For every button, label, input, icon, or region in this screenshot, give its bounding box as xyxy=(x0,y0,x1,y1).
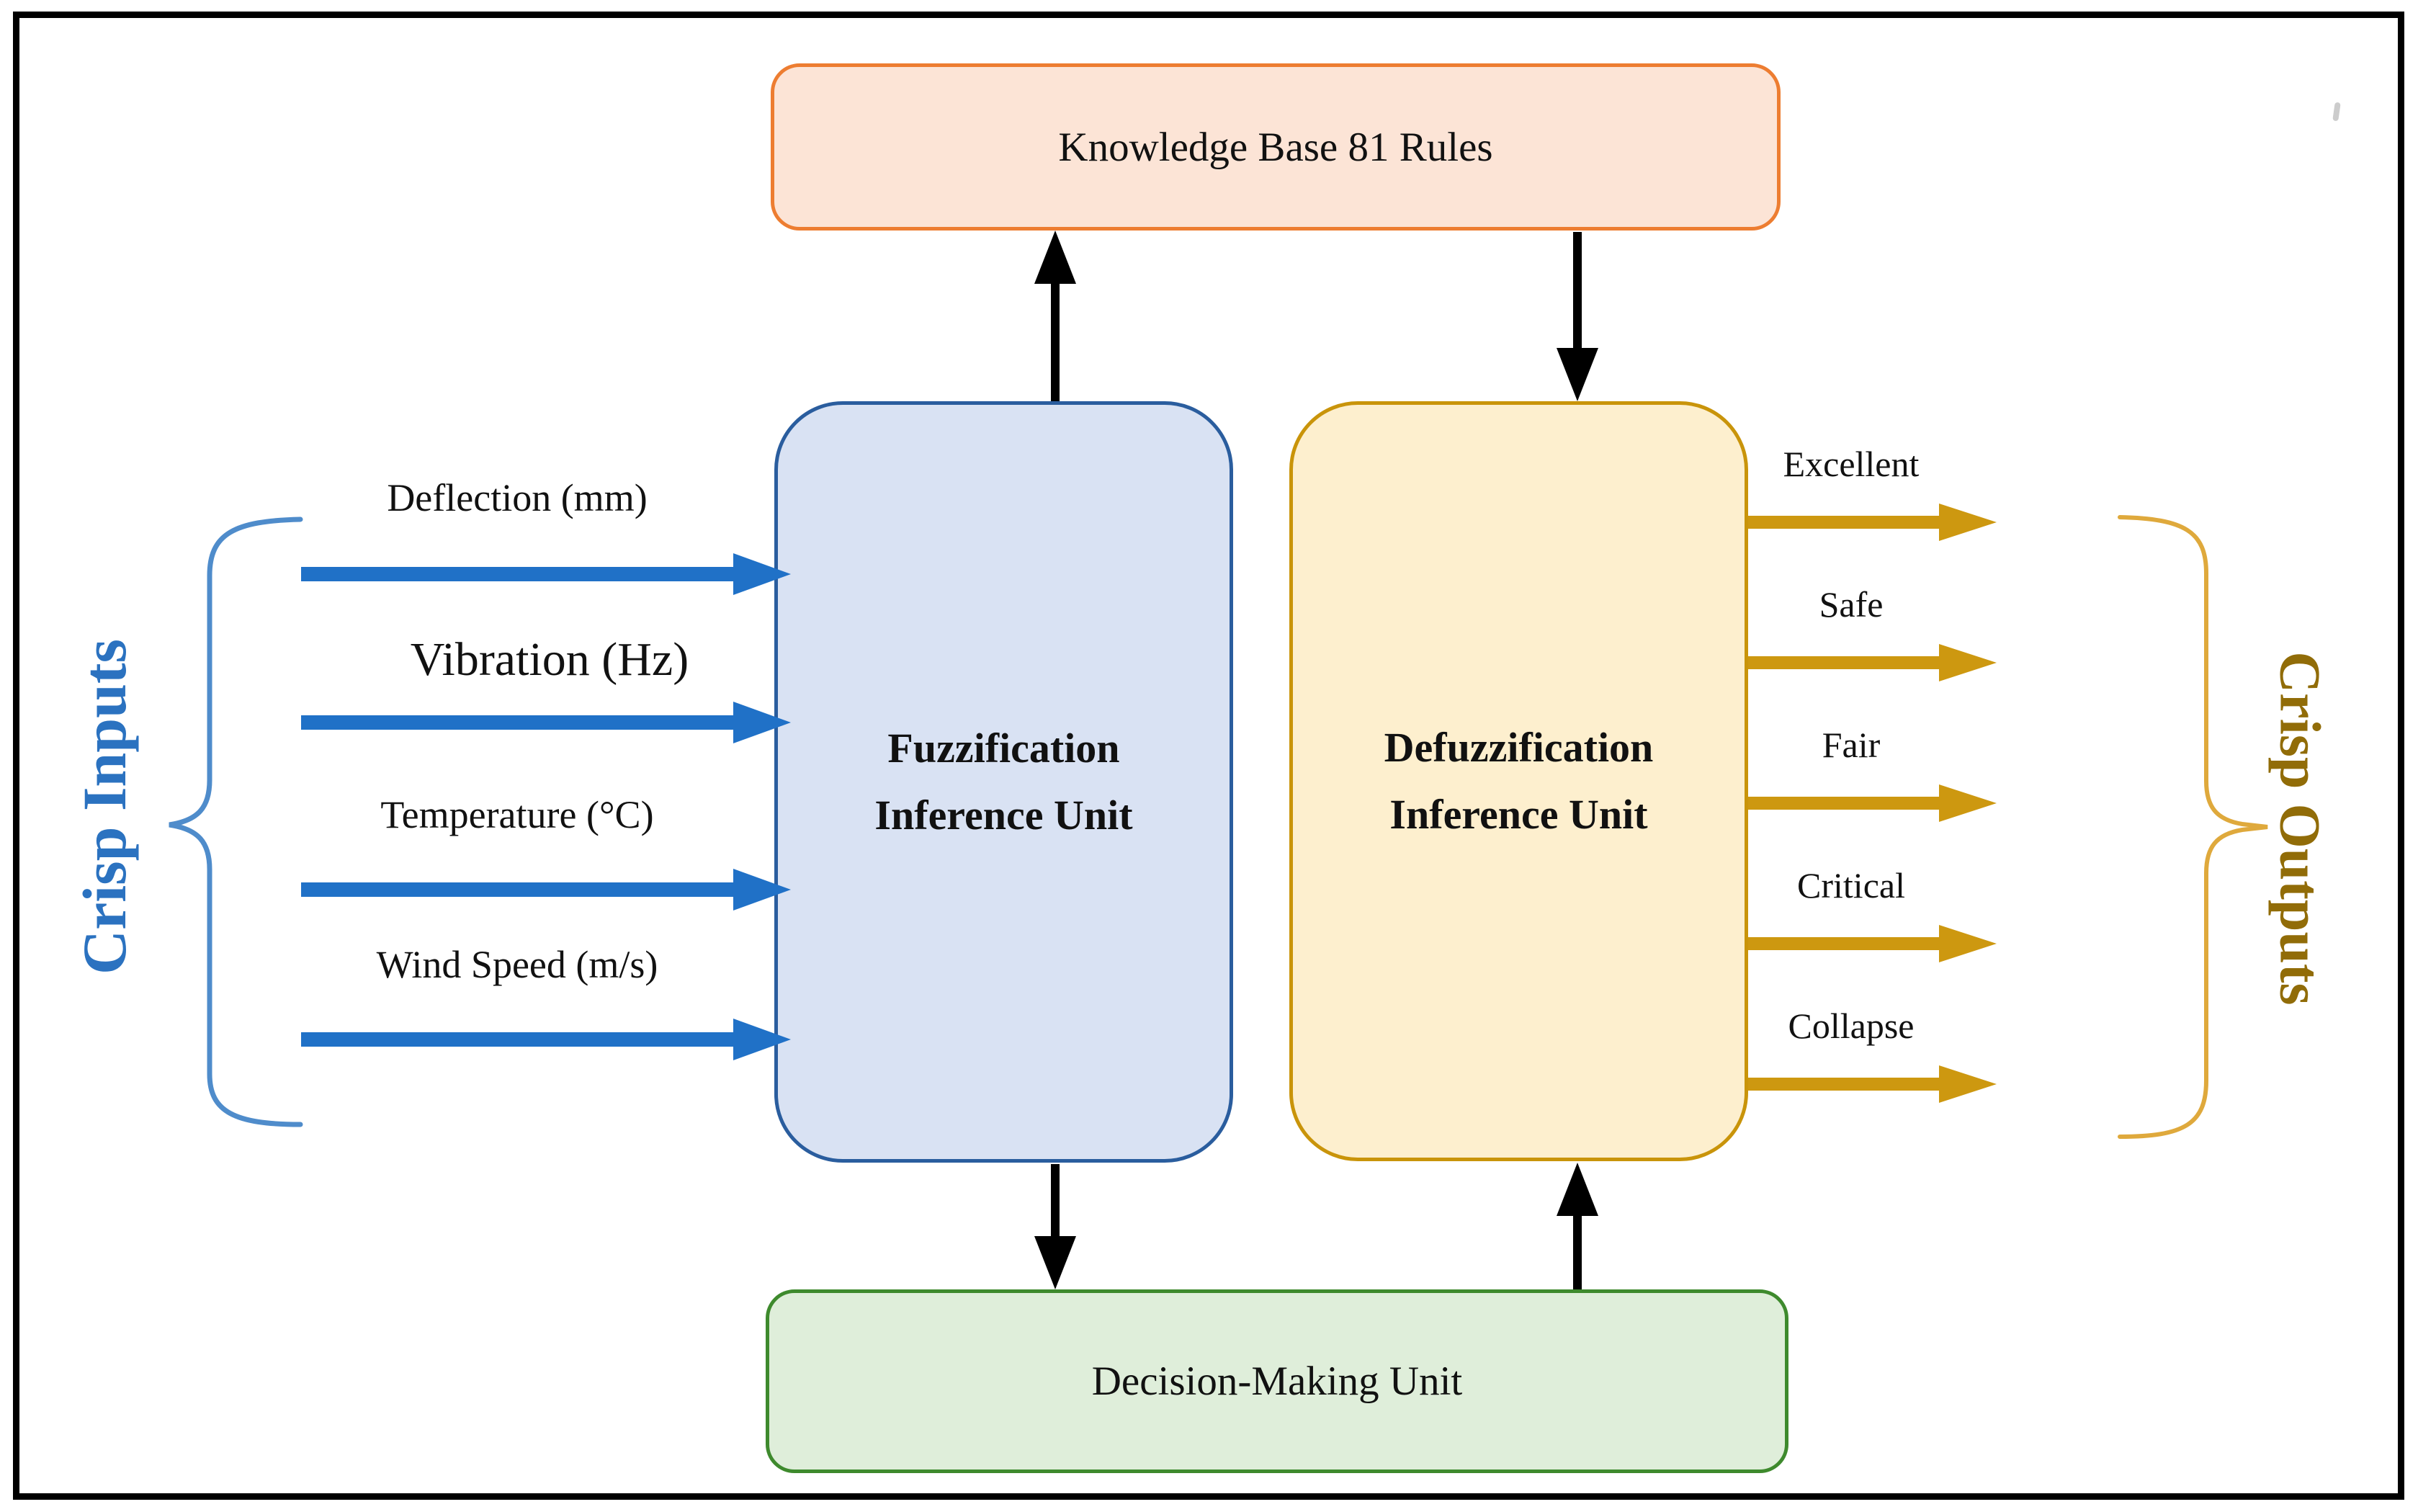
arrow-stem xyxy=(1051,278,1060,401)
crisp-outputs-label: Crisp Outputs xyxy=(2267,651,2332,1006)
arrow-fuzzification-to-knowledgebase-icon xyxy=(1034,231,1077,401)
input-arrow-vibration-icon xyxy=(301,701,791,744)
output-arrow-safe-icon xyxy=(1748,644,1997,681)
output-label-collapse: Collapse xyxy=(1788,1006,1915,1046)
crisp-outputs-brace-icon xyxy=(2118,515,2268,1139)
knowledge-base-box: Knowledge Base 81 Rules xyxy=(771,63,1781,231)
input-label-temperature: Temperature (°C) xyxy=(380,793,654,836)
arrow-stem xyxy=(1748,797,1939,810)
arrow-head-right-icon xyxy=(733,553,791,595)
arrow-stem xyxy=(1573,232,1582,353)
arrow-head-down-icon xyxy=(1557,348,1598,401)
output-arrow-excellent-icon xyxy=(1748,504,1997,541)
arrow-fuzzification-to-decisionmaking-icon xyxy=(1034,1164,1077,1289)
defuzzification-label-line1: Defuzzification xyxy=(1384,723,1654,771)
output-arrow-collapse-icon xyxy=(1748,1065,1997,1103)
arrow-head-up-icon xyxy=(1557,1163,1598,1216)
arrow-head-up-icon xyxy=(1034,231,1076,284)
input-label-deflection: Deflection (mm) xyxy=(387,476,648,519)
arrow-head-right-icon xyxy=(1939,925,1997,962)
arrow-stem xyxy=(1748,1078,1939,1091)
arrow-head-right-icon xyxy=(1939,504,1997,541)
arrow-head-right-icon xyxy=(733,702,791,743)
fuzzification-label-line2: Inference Unit xyxy=(874,791,1133,838)
decision-making-box: Decision-Making Unit xyxy=(766,1289,1788,1473)
output-label-safe: Safe xyxy=(1819,584,1884,625)
input-arrow-windspeed-icon xyxy=(301,1018,791,1061)
crisp-inputs-brace-icon xyxy=(169,516,303,1127)
decision-making-label: Decision-Making Unit xyxy=(1091,1359,1463,1404)
arrow-stem xyxy=(301,882,733,897)
arrow-head-down-icon xyxy=(1034,1236,1076,1289)
output-label-critical: Critical xyxy=(1797,865,1905,905)
input-arrow-deflection-icon xyxy=(301,553,791,596)
arrow-head-right-icon xyxy=(733,1019,791,1060)
output-arrow-critical-icon xyxy=(1748,925,1997,962)
defuzzification-label-line2: Inference Unit xyxy=(1389,790,1648,838)
arrow-stem xyxy=(1051,1164,1060,1239)
output-arrow-fair-icon xyxy=(1748,784,1997,822)
input-arrow-temperature-icon xyxy=(301,868,791,911)
diagram-border xyxy=(13,12,2404,1500)
arrow-stem xyxy=(1748,937,1939,950)
arrow-head-right-icon xyxy=(1939,784,1997,822)
arrow-stem xyxy=(301,715,733,730)
output-label-excellent: Excellent xyxy=(1783,444,1920,484)
output-label-fair: Fair xyxy=(1822,725,1881,765)
arrow-stem xyxy=(301,567,733,581)
arrow-stem xyxy=(1748,656,1939,669)
arrow-stem xyxy=(1748,516,1939,529)
fuzzification-box: Fuzzification Inference Unit xyxy=(774,401,1233,1163)
arrow-head-right-icon xyxy=(733,869,791,911)
fuzzification-label-line1: Fuzzification xyxy=(887,724,1120,771)
defuzzification-box: Defuzzification Inference Unit xyxy=(1289,401,1748,1161)
input-label-vibration: Vibration (Hz) xyxy=(410,633,689,686)
arrow-stem xyxy=(1573,1210,1582,1289)
crisp-inputs-label: Crisp Inputs xyxy=(70,638,139,975)
knowledge-base-label: Knowledge Base 81 Rules xyxy=(1058,124,1493,170)
arrow-knowledgebase-to-defuzzification-icon xyxy=(1556,232,1599,401)
arrow-head-right-icon xyxy=(1939,644,1997,681)
input-label-windspeed: Wind Speed (m/s) xyxy=(376,943,658,986)
arrow-head-right-icon xyxy=(1939,1065,1997,1103)
arrow-decisionmaking-to-defuzzification-icon xyxy=(1556,1163,1599,1289)
arrow-stem xyxy=(301,1032,733,1047)
